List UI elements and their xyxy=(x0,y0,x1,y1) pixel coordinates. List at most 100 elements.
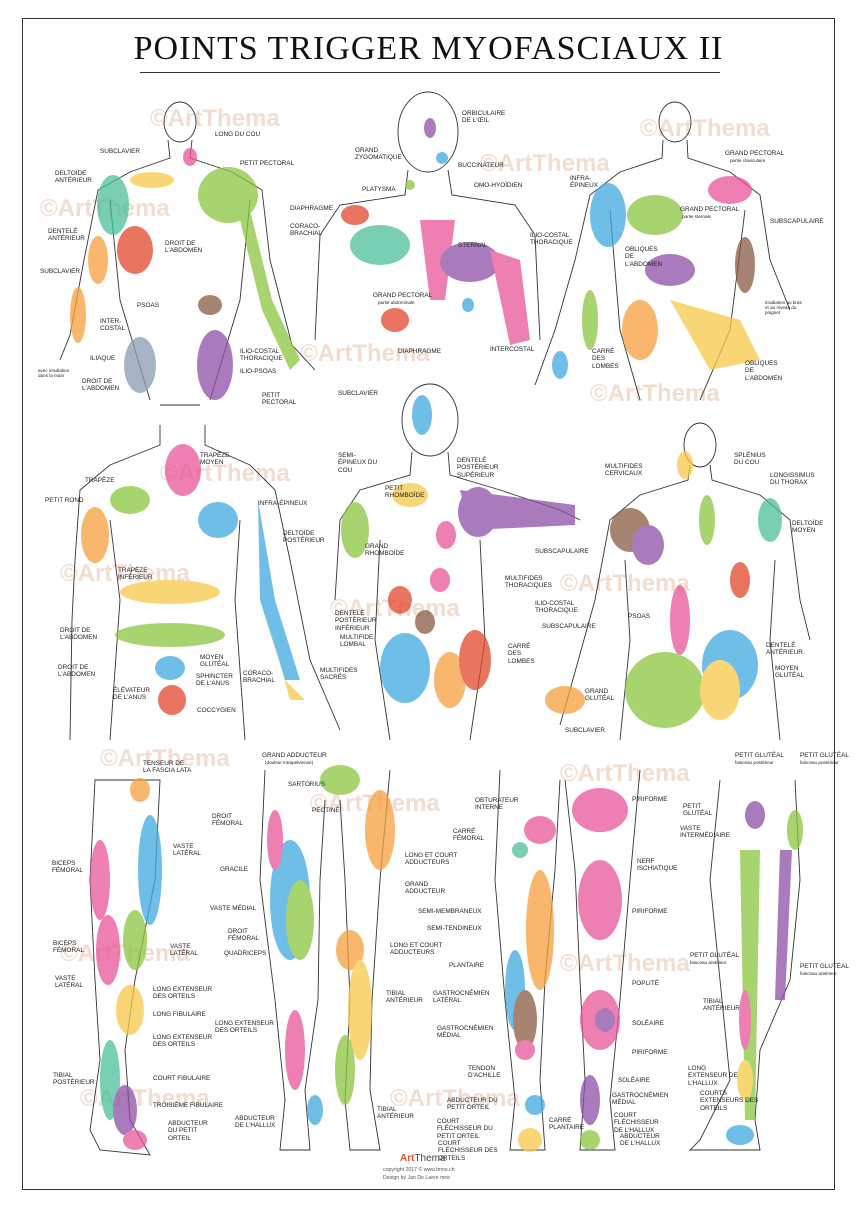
label-gastrocnemien-medial-2: GASTROCNÉMIEN MÉDIAL xyxy=(612,1092,669,1107)
label-abducteur-petit-orteil-2: ABDUCTEUR DU PETIT ORTEIL xyxy=(447,1097,498,1112)
label-sartorius: SARTORIUS xyxy=(288,781,326,788)
label-grand-pectoral-clav: GRAND PECTORAL xyxy=(725,150,785,157)
label-droit-abdomen: DROIT DE L'ABDOMEN xyxy=(165,240,203,255)
label-psoas-2: PSOAS xyxy=(628,613,651,620)
label-deltoide-posterieur: DELTOÏDE POSTÉRIEUR xyxy=(283,530,325,545)
label-intercostal-2: INTERCOSTAL xyxy=(490,346,535,353)
label-tibial-anterieur-3: TIBIAL ANTÉRIEUR xyxy=(703,998,740,1013)
label-soleaire: SOLÉAIRE xyxy=(632,1020,664,1027)
label-biceps-femoral: BICEPS FÉMORAL xyxy=(52,860,83,875)
label-longissimus: LONGISSIMUS DU THORAX xyxy=(770,472,815,487)
label-court-flechisseur-hallux: COURT FLÉCHISSEUR DE L'HALLUX xyxy=(614,1112,659,1134)
poster-frame xyxy=(22,18,835,1190)
label-long-court-adducteurs: LONG ET COURT ADDUCTEURS xyxy=(405,852,458,867)
label-deltoide-anterieur: DELTOÏDE ANTÉRIEUR xyxy=(55,170,92,185)
footer-brand: ArtThema xyxy=(400,1153,446,1164)
label-tibial-anterieur-2: TIBIAL ANTÉRIEUR xyxy=(377,1106,414,1121)
watermark: ©ArtThema xyxy=(560,950,690,977)
label-multifides-cervicaux: MULTIFIDES CERVICAUX xyxy=(605,463,643,478)
brand-part-1: Art xyxy=(400,1153,415,1164)
watermark: ©ArtThema xyxy=(150,105,280,132)
watermark: ©ArtThema xyxy=(100,745,230,772)
label-trapeze-moyen: TRAPÈZE MOYEN xyxy=(200,452,230,467)
label-petit-pectoral: PETIT PECTORAL xyxy=(240,160,295,167)
label-poplite: POPLITÉ xyxy=(632,980,659,987)
label-gracile: GRACILE xyxy=(220,866,249,873)
label-semi-epineux: SEMI-ÉPINEUX DU COU xyxy=(338,452,378,474)
label-partie-claviculaire: partie claviculaire xyxy=(730,158,766,163)
label-multifide-lombal: MULTIFIDE LOMBAL xyxy=(340,634,374,649)
label-buccinateur: BUCCINATEUR xyxy=(458,162,504,169)
label-long-extenseur-orteils-2: LONG EXTENSEUR DES ORTEILS xyxy=(153,1034,212,1049)
label-gastrocnemien-medial: GASTROCNÉMIEN MÉDIAL xyxy=(437,1025,494,1040)
label-tendon-achille: TENDON D'ACHILLE xyxy=(468,1065,501,1080)
watermark: ©ArtThema xyxy=(560,760,690,787)
label-intercostal: INTER-COSTAL xyxy=(100,318,126,333)
label-sternal: STERNAL xyxy=(458,242,488,249)
label-court-fibulaire: COURT FIBULAIRE xyxy=(153,1075,211,1082)
label-obliques-2: OBLIQUES DE L'ABDOMEN xyxy=(745,360,783,382)
label-abducteur-hallux-2: ABDUCTEUR DE L'HALLUX xyxy=(620,1133,661,1148)
label-petit-rhomboide: PETIT RHOMBOÏDE xyxy=(385,485,425,500)
label-subclavier-4: SUBCLAVIER xyxy=(565,727,606,734)
label-subscapulaire-3: SUBSCAPULAIRE xyxy=(542,623,596,630)
label-deltoide-moyen: DELTOÏDE MOYEN xyxy=(792,520,824,535)
label-faisceau-posterieur-2: faisceau postérieur xyxy=(800,760,839,765)
label-long-du-cou: LONG DU COU xyxy=(215,131,261,138)
label-carre-femoral: CARRÉ FÉMORAL xyxy=(453,828,484,843)
label-irradiation: avec irradiation dans la main xyxy=(38,368,70,379)
label-vaste-lateral-3: VASTE LATÉRAL xyxy=(55,975,83,990)
label-petit-pectoral-2: PETIT PECTORAL xyxy=(262,392,297,407)
label-obliques: OBLIQUES DE L'ABDOMEN xyxy=(625,246,663,268)
label-quadriceps: QUADRICEPS xyxy=(224,950,267,957)
label-petit-gluteal-2: PETIT GLUTÉAL xyxy=(800,752,849,759)
label-trapeze: TRAPÈZE xyxy=(85,477,115,484)
label-coraco-brachial: CORACO-BRACHIAL xyxy=(290,223,322,238)
label-subscapulaire: SUBSCAPULAIRE xyxy=(770,218,824,225)
label-ilio-costal-2: ILIO-COSTAL THORACIQUE xyxy=(530,232,573,247)
label-long-extenseur-hallux: LONG EXTENSEUR DE L'HALLUX xyxy=(688,1065,738,1087)
label-tibial-anterieur: TIBIAL ANTÉRIEUR xyxy=(386,990,423,1005)
footer-design: Design by Jan De Laere mrw xyxy=(383,1175,450,1181)
label-iliaque: ILIAQUE xyxy=(90,355,116,362)
watermark: ©ArtThema xyxy=(640,115,770,142)
label-droit-femoral: DROIT FÉMORAL xyxy=(212,813,243,828)
watermark: ©ArtThema xyxy=(560,570,690,597)
label-omo-hyoidien: OMO-HYOÏDIEN xyxy=(474,182,523,189)
label-abducteur-hallux: ABDUCTEUR DE L'HALLUX xyxy=(235,1115,276,1130)
label-infra-epineux: INFRA-ÉPINEUX xyxy=(570,175,599,190)
label-plantaire: PLANTAIRE xyxy=(449,962,485,969)
label-vaste-lateral: VASTE LATÉRAL xyxy=(173,843,201,858)
label-psoas: PSOAS xyxy=(137,302,160,309)
label-moyen-gluteal-2: MOYEN GLUTÉAL xyxy=(775,665,805,680)
label-multifides-thoraciques: MULTIFIDES THORACIQUES xyxy=(505,575,552,590)
label-petit-rond: PETIT ROND xyxy=(45,497,84,504)
label-subclavier-2: SUBCLAVIER xyxy=(40,268,81,275)
watermark: ©ArtThema xyxy=(390,1085,520,1112)
label-carre-lombes: CARRÉ DES LOMBES xyxy=(592,348,619,370)
label-dentele-post-sup: DENTELÉ POSTÉRIEUR SUPÉRIEUR xyxy=(457,457,499,479)
label-elevateur: ÉLÉVATEUR DE L'ANUS xyxy=(113,687,151,702)
label-vaste-intermediaire: VASTE INTERMÉDIAIRE xyxy=(680,825,731,840)
label-faisceau-anterieur-1: faisceau antérieur xyxy=(690,960,727,965)
label-piriforme-2: PIRIFORME xyxy=(632,908,668,915)
label-semi-membraneux: SEMI-MEMBRANEUX xyxy=(418,908,482,915)
label-partie-abdominale: partie abdominale xyxy=(378,300,415,305)
label-platysma: PLATYSMA xyxy=(362,186,396,193)
label-dentele-post-inf: DENTELÉ POSTÉRIEUR INFÉRIEUR xyxy=(335,610,377,632)
label-ilio-psoas: ILIO-PSOAS xyxy=(240,368,277,375)
footer-copyright: copyright 2017 © www.tmno.ch xyxy=(383,1167,455,1173)
label-diaphragme-2: DIAPHRAGME xyxy=(398,348,441,355)
label-court-flechisseur-orteils: COURT FLÉCHISSEUR DES ORTEILS xyxy=(438,1140,498,1162)
label-diaphragme: DIAPHRAGME xyxy=(290,205,333,212)
label-droit-abdomen-4: DROIT DE L'ABDOMEN xyxy=(58,664,96,679)
label-droit-femoral-2: DROIT FÉMORAL xyxy=(228,928,259,943)
label-obturateur-interne: OBTURATEUR INTERNE xyxy=(475,797,519,812)
label-multifides-sacres: MULTIFIDES SACRÉS xyxy=(320,667,358,682)
label-courts-extenseurs: COURTS EXTENSEURS DES ORTEILS xyxy=(700,1090,759,1112)
label-nerf-ischiatique: NERF ISCHIATIQUE xyxy=(637,858,678,873)
label-grand-rhomboide: GRAND RHOMBOÏDE xyxy=(365,543,405,558)
label-piriforme-3: PIRIFORME xyxy=(632,1049,668,1056)
label-piriforme: PIRIFORME xyxy=(632,796,668,803)
